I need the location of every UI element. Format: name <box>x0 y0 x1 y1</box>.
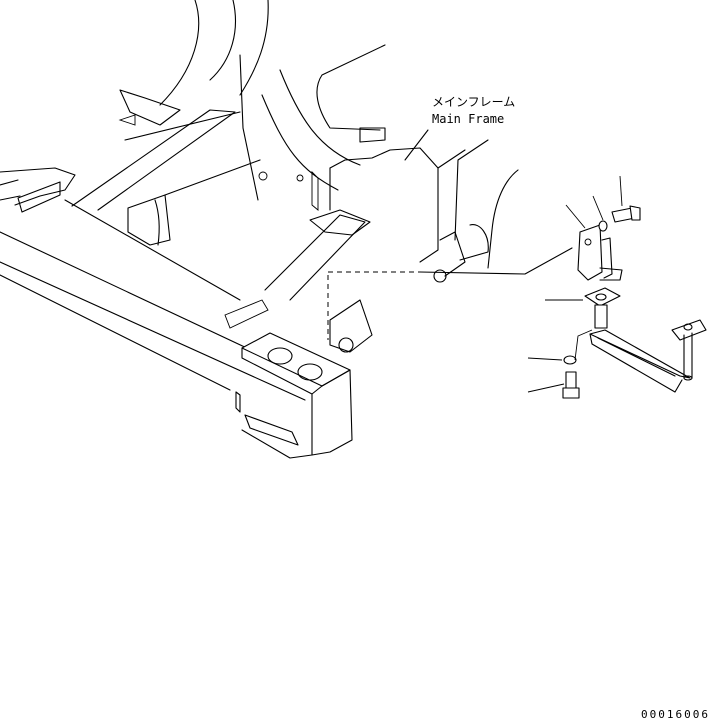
exploded-parts <box>527 175 707 399</box>
main-frame <box>0 0 573 459</box>
label-main-frame-en: Main Frame <box>432 112 504 126</box>
bolt-bottom <box>565 371 577 389</box>
washer-top <box>598 220 608 232</box>
step-bar <box>589 329 691 379</box>
main-frame-label: メインフレーム Main Frame <box>404 95 515 161</box>
nut-bottom <box>563 355 577 365</box>
figure-code: 00016006 <box>641 708 710 721</box>
label-main-frame-jp: メインフレーム <box>432 95 515 109</box>
clamp-plate <box>584 287 621 307</box>
bracket-plate <box>577 224 603 281</box>
